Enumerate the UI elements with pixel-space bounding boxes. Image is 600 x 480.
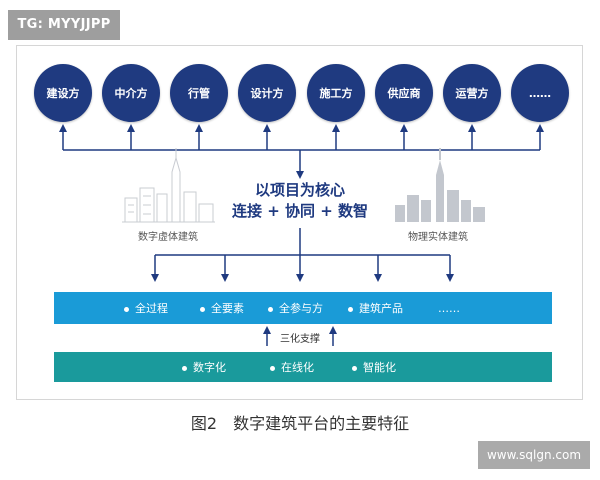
participant-more: ……: [511, 64, 569, 122]
bullet-icon: [348, 306, 353, 312]
feature-item: 建筑产品: [348, 300, 403, 316]
virtual-building-label: 数字虚体建筑: [138, 232, 198, 243]
support-bar: 数字化 在线化 智能化: [54, 352, 552, 382]
feature-item: 全要素: [200, 300, 244, 316]
physical-building-label: 物理实体建筑: [408, 232, 468, 243]
core-concept: 以项目为核心 连接 + 协同 + 数智: [215, 180, 385, 222]
support-label: 三化支撑: [280, 334, 320, 345]
participant-operator: 运营方: [443, 64, 501, 122]
support-item: 在线化: [270, 359, 314, 375]
participant-regulator: 行管: [170, 64, 228, 122]
support-item: 智能化: [352, 359, 396, 375]
participant-construction-party: 建设方: [34, 64, 92, 122]
bullet-icon: [200, 306, 205, 312]
participant-design-party: 设计方: [238, 64, 296, 122]
feature-item: 全参与方: [268, 300, 323, 316]
tg-badge: TG: MYYJJPP: [8, 10, 120, 40]
physical-building-illustration: [395, 148, 485, 222]
core-title: 以项目为核心: [254, 181, 345, 199]
virtual-building-illustration: [122, 148, 215, 223]
bullet-icon: [124, 306, 129, 312]
bullet-icon: [270, 365, 275, 371]
bullet-icon: [268, 306, 273, 312]
bullet-icon: [182, 365, 187, 371]
figure-caption: 图2 数字建筑平台的主要特征: [190, 414, 410, 433]
feature-item: 全过程: [124, 300, 168, 316]
participant-construction-contractor: 施工方: [307, 64, 365, 122]
support-item: 数字化: [182, 359, 226, 375]
feature-bar: 全过程 全要素 全参与方 建筑产品 ……: [54, 292, 552, 324]
core-subtitle: 连接 + 协同 + 数智: [231, 202, 369, 220]
bullet-icon: [352, 365, 357, 371]
participant-supplier: 供应商: [375, 64, 433, 122]
feature-item: ……: [438, 301, 460, 315]
watermark: www.sqlgn.com: [478, 441, 590, 469]
participant-intermediary: 中介方: [102, 64, 160, 122]
